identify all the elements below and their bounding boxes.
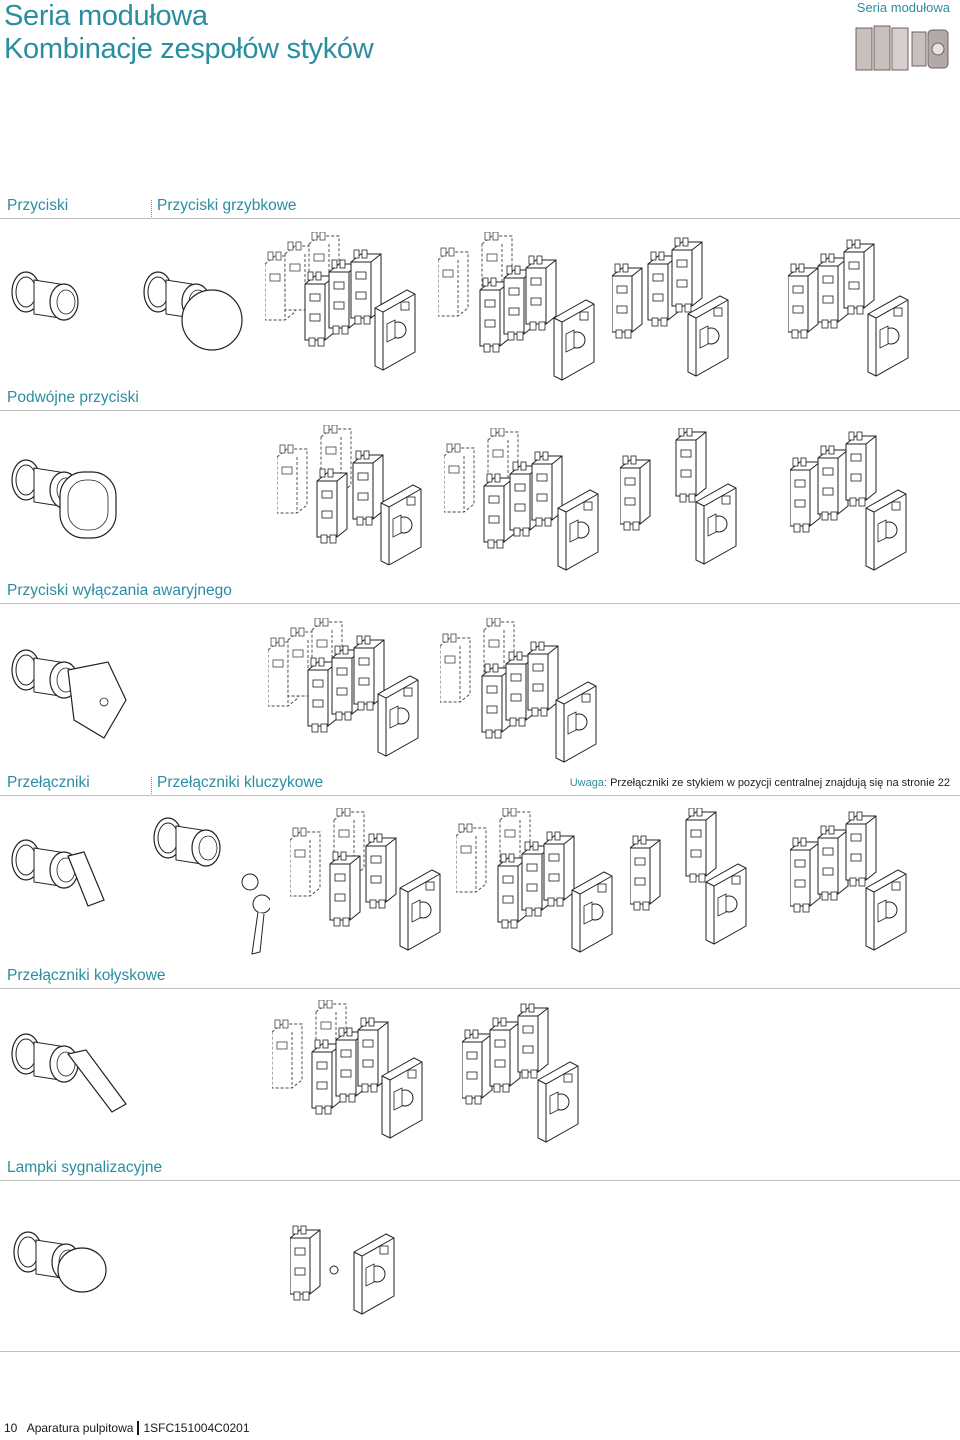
series-tag: Seria modułowa — [856, 0, 950, 15]
note-text: Przełączniki ze stykiem w pozycji centra… — [610, 777, 950, 789]
contact-block-combo-image — [440, 618, 600, 763]
contact-block-combo-image — [630, 808, 770, 958]
section-header-lampki: Lampki sygnalizacyjne — [0, 1158, 960, 1181]
section-label-kolyskowe: Przełączniki kołyskowe — [7, 967, 166, 984]
contact-block-combo-image — [444, 428, 604, 573]
footer-separator — [137, 1421, 140, 1435]
pushbutton-image — [8, 262, 108, 342]
contact-block-combo-image — [462, 1000, 602, 1150]
page-number: 10 — [4, 1421, 18, 1435]
key-switch-image — [150, 808, 270, 958]
double-pushbutton-image — [8, 450, 128, 545]
contact-block-combo-image — [788, 234, 928, 384]
section-header-wylaczanie-awaryjne: Przyciski wyłączania awaryjnego — [0, 581, 960, 604]
section-label-przyciski-grzybkowe: Przyciski grzybkowe — [157, 197, 297, 214]
section-header-przelaczniki: Przełączniki Przełączniki kluczykowe Uwa… — [0, 773, 960, 796]
page-subtitle: Kombinacje zespołów styków — [4, 33, 374, 65]
section-label-wylaczanie-awaryjne: Przyciski wyłączania awaryjnego — [7, 582, 232, 599]
page-footer: 10 Aparatura pulpitowa 1SFC151004C0201 — [4, 1421, 250, 1435]
rocker-switch-image — [8, 1024, 128, 1119]
section-divider — [151, 777, 152, 794]
contact-block-combo-image — [268, 618, 423, 758]
footer-divider — [0, 1351, 960, 1352]
contact-block-combo-image — [790, 428, 930, 578]
section-label-przelaczniki: Przełączniki — [7, 774, 90, 791]
contact-block-combo-image — [790, 808, 930, 958]
section-header-podwojne-przyciski: Podwójne przyciski — [0, 388, 960, 411]
emergency-stop-image — [8, 640, 128, 750]
page-title: Seria modułowa — [4, 0, 208, 32]
contact-block-combo-image — [438, 232, 598, 382]
section-divider — [151, 200, 152, 217]
contact-block-combo-image — [612, 234, 752, 384]
section-label-podwojne-przyciski: Podwójne przyciski — [7, 389, 139, 406]
contact-block-combo-image — [277, 425, 432, 565]
note-key: Uwaga: — [569, 777, 607, 789]
contact-block-combo-image — [265, 232, 420, 372]
section-header-przyciski: Przyciski Przyciski grzybkowe — [0, 196, 960, 219]
contact-block-combo-image — [456, 808, 616, 953]
section-header-kolyskowe: Przełączniki kołyskowe — [0, 966, 960, 989]
document-title: Aparatura pulpitowa — [26, 1421, 134, 1435]
mushroom-button-image — [140, 262, 250, 357]
document-code: 1SFC151004C0201 — [143, 1421, 250, 1435]
contact-block-combo-image — [620, 428, 760, 578]
contact-block-combo-image — [272, 1000, 427, 1140]
series-thumbnail-image — [852, 22, 952, 74]
contact-block-combo-image — [290, 1216, 420, 1326]
section-label-lampki: Lampki sygnalizacyjne — [7, 1159, 163, 1176]
contact-block-combo-image — [290, 808, 445, 953]
section-label-przelaczniki-kluczykowe: Przełączniki kluczykowe — [157, 774, 324, 791]
section-label-przyciski: Przyciski — [7, 197, 69, 214]
selector-switch-image — [8, 830, 118, 925]
indicator-lamp-image — [10, 1222, 110, 1302]
section-note: Uwaga: Przełączniki ze stykiem w pozycji… — [570, 777, 950, 789]
